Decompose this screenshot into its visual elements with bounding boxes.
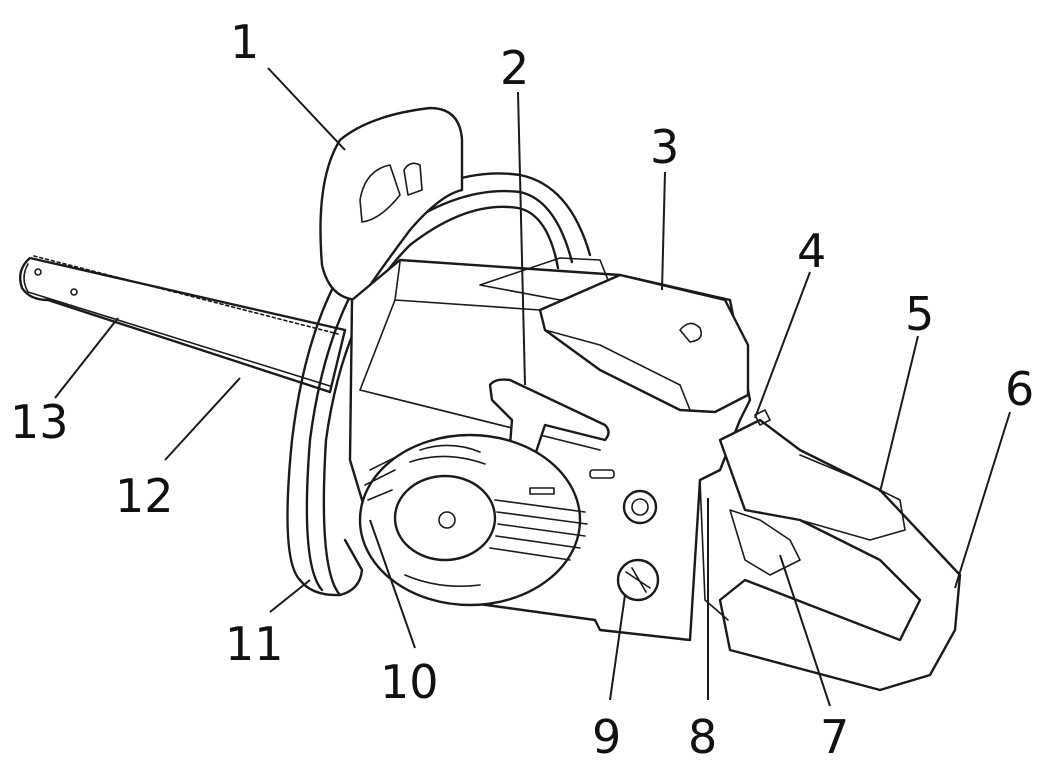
leader-6: [954, 411, 1011, 589]
callout-11: 11: [225, 617, 284, 671]
callout-7: 7: [820, 710, 849, 764]
leader-lines: [54, 67, 1011, 707]
leader-1: [267, 67, 346, 151]
callout-9: 9: [592, 710, 621, 764]
leader-13: [54, 317, 119, 399]
callout-6: 6: [1005, 362, 1034, 416]
leader-11: [269, 579, 311, 613]
top-cover: [538, 273, 750, 414]
leader-5: [879, 335, 919, 493]
callout-1: 1: [230, 15, 259, 69]
callout-13: 13: [10, 395, 69, 449]
callout-5: 5: [905, 287, 934, 341]
leader-3: [661, 171, 666, 291]
leader-12: [164, 377, 241, 461]
rear-handle: [699, 409, 962, 692]
callout-2: 2: [500, 41, 529, 95]
callout-3: 3: [650, 120, 679, 174]
callout-4: 4: [797, 224, 826, 278]
leader-2: [517, 91, 526, 386]
leader-10: [369, 519, 416, 649]
starter-housing: [358, 433, 588, 607]
guide-bar: [19, 255, 347, 394]
callout-12: 12: [115, 469, 174, 523]
callout-numbers: 1 2 3 4 5 6 7 8 9 10 11 12 13: [10, 15, 1034, 764]
leader-7: [779, 554, 831, 707]
control-panel: [529, 469, 660, 602]
callout-10: 10: [380, 655, 439, 709]
leader-4: [754, 271, 811, 419]
callout-8: 8: [688, 710, 717, 764]
leader-9: [609, 594, 626, 701]
